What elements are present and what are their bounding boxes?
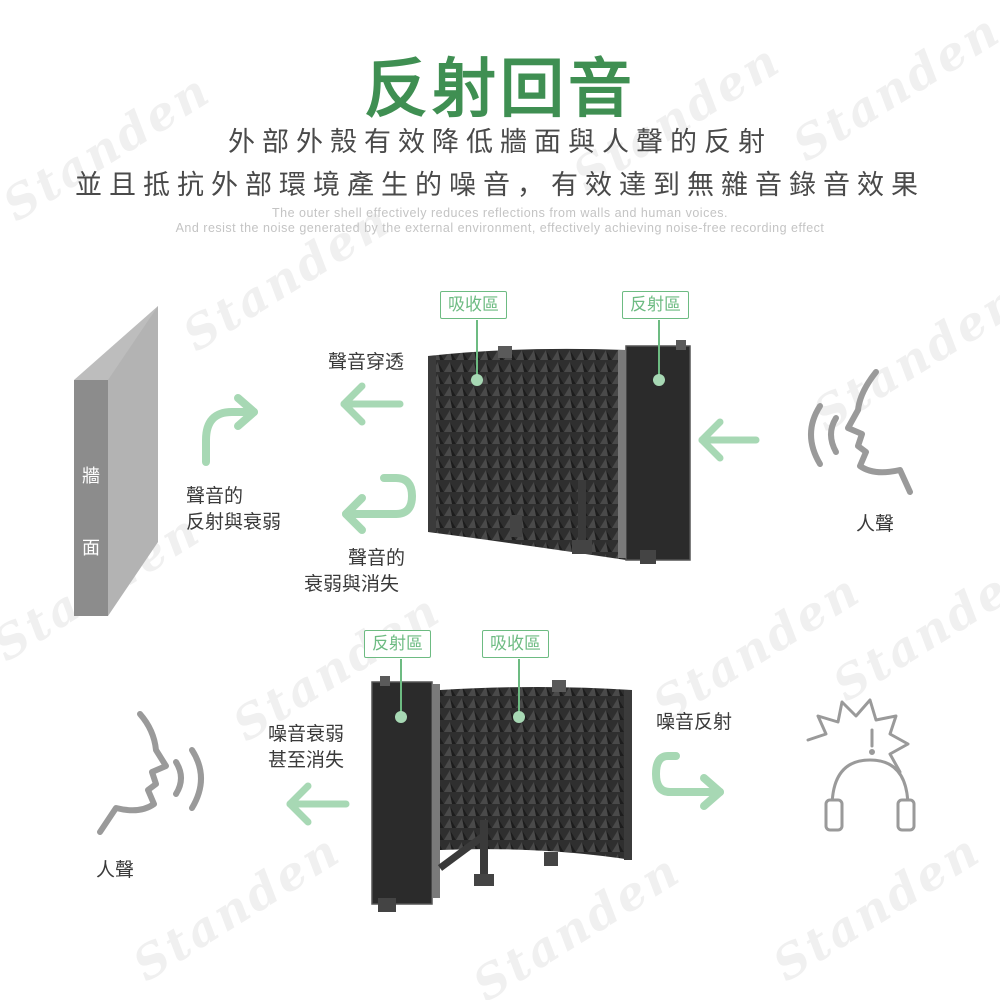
left-arrow-icon — [286, 782, 350, 826]
tag-absorb-zone-bottom: 吸收區 — [482, 630, 549, 658]
label-voice-top: 人聲 — [856, 513, 895, 535]
page-title: 反射回音 — [364, 53, 636, 127]
wall-label-char-2: 面 — [82, 538, 100, 559]
label-weaken-vanish-line-2: 衰弱與消失 — [304, 573, 400, 595]
label-reflect-weaken-line-2: 反射與衰弱 — [186, 511, 282, 533]
left-arrow-icon — [340, 382, 404, 426]
subtitle-line-1: 外部外殼有效降低牆面與人聲的反射 — [228, 127, 772, 158]
english-line-1: The outer shell effectively reduces refl… — [271, 206, 729, 220]
tag-leader-dot — [513, 711, 525, 723]
label-weaken-vanish-line-1: 聲音的 — [348, 547, 406, 569]
speaking-head-icon — [808, 369, 913, 495]
u-turn-arrow-icon — [652, 752, 724, 810]
label-noise-weaken-line-1: 噪音衰弱 — [268, 723, 345, 745]
vocal-booth-screen-bottom — [371, 676, 632, 912]
tag-leader-line — [658, 320, 660, 378]
speaking-head-icon — [97, 711, 204, 835]
label-reflect-weaken-line-1: 聲音的 — [186, 485, 244, 507]
subtitle-line-2: 並且抵抗外部環境產生的噪音，有效達到無雜音錄音效果 — [75, 170, 925, 201]
wall-label-char-1: 牆 — [82, 466, 100, 487]
vocal-booth-screen-top — [428, 340, 691, 564]
tag-leader-dot — [471, 374, 483, 386]
label-noise-reflect: 噪音反射 — [656, 711, 733, 733]
label-voice-bottom: 人聲 — [96, 859, 135, 881]
u-turn-arrow-icon — [342, 474, 416, 534]
tag-reflect-zone-bottom: 反射區 — [364, 630, 431, 658]
tag-absorb-zone-top: 吸收區 — [440, 291, 507, 319]
noise-headphones-icon — [806, 698, 916, 832]
tag-leader-line — [400, 659, 402, 715]
u-turn-arrow-icon — [202, 394, 258, 466]
english-line-2: And resist the noise generated by the ex… — [175, 221, 825, 235]
tag-leader-dot — [653, 374, 665, 386]
label-sound-penetrate: 聲音穿透 — [328, 351, 405, 373]
label-noise-weaken-line-2: 甚至消失 — [268, 749, 345, 771]
wall-icon — [74, 306, 158, 616]
tag-leader-dot — [395, 711, 407, 723]
left-arrow-icon — [698, 418, 760, 462]
tag-leader-line — [518, 659, 520, 715]
tag-leader-line — [476, 320, 478, 378]
tag-reflect-zone-top: 反射區 — [622, 291, 689, 319]
